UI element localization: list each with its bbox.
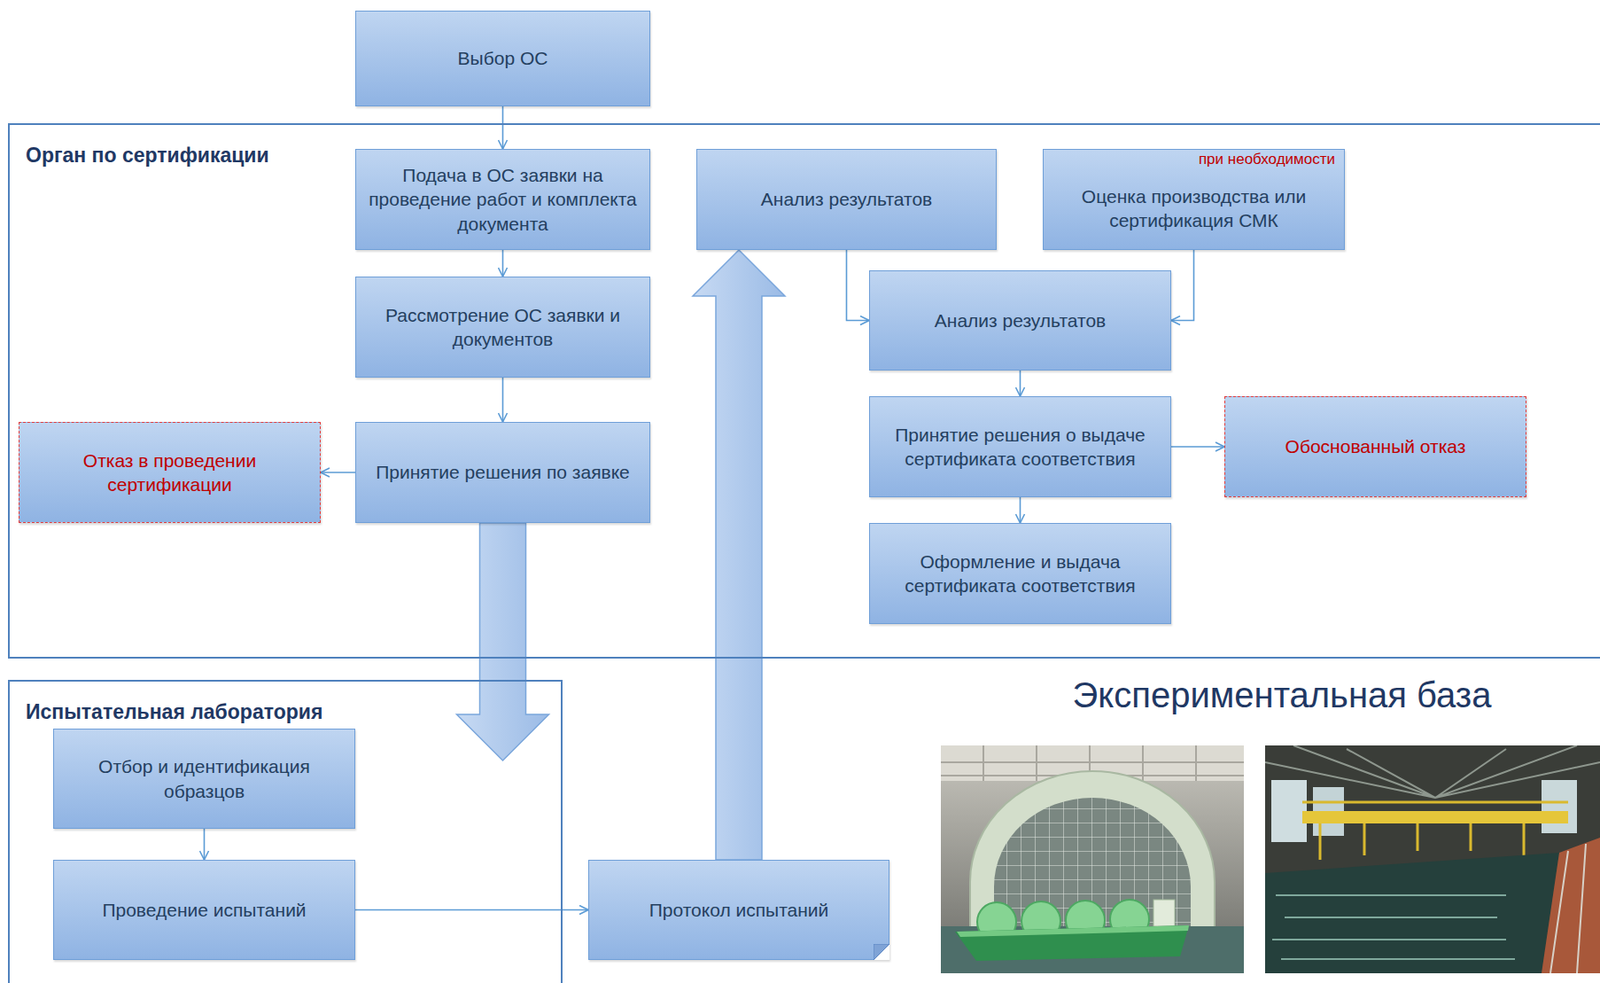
- rail: [1550, 843, 1586, 973]
- carriage: [1302, 810, 1569, 824]
- photo-ground: [1265, 745, 1600, 973]
- water: [940, 925, 1244, 973]
- flow-arrow: [502, 249, 505, 277]
- box-text: Выбор ОС: [458, 46, 549, 70]
- flow-arrow: [502, 106, 505, 149]
- water: [1265, 852, 1560, 973]
- flow-arrow: [320, 471, 356, 474]
- flow-arrow: [1019, 497, 1022, 523]
- box-text: Принятие решения по заявке: [375, 459, 630, 484]
- towing-tank-photo: [1265, 745, 1600, 973]
- ship-hull: [955, 924, 1189, 961]
- box-text: Принятие решения о выдаче сертификата со…: [880, 422, 1160, 472]
- box-text: Анализ результатов: [934, 308, 1106, 333]
- window: [1541, 779, 1577, 833]
- box-text: Протокол испытаний: [649, 897, 830, 922]
- region-heading: Испытательная лаборатория: [25, 699, 323, 726]
- lab-region: Испытательная лабораторияОтбор и идентиф…: [7, 679, 563, 983]
- reject-box: Обоснованный отказ: [1224, 396, 1527, 498]
- process-box: при необходимостиОценка производства или…: [1042, 148, 1345, 250]
- photo-ground: [940, 745, 1244, 973]
- process-box: Рассмотрение ОС заявки и документов: [355, 276, 651, 378]
- carriage-frame: [1302, 801, 1569, 860]
- flow-arrow: [1019, 370, 1022, 397]
- tunnel-grid: [994, 797, 1191, 948]
- block-arrow: [692, 249, 785, 860]
- reject-box: Отказ в проведении сертификации: [18, 421, 321, 523]
- box-text: Отказ в проведении сертификации: [30, 448, 310, 498]
- process-box: Отбор и идентификация образцов: [53, 728, 356, 829]
- box-text: Обоснованный отказ: [1285, 434, 1467, 459]
- fold-cut: [873, 943, 890, 960]
- process-box: Оформление и выдача сертификата соответс…: [869, 522, 1172, 624]
- ship-deck: [956, 924, 1189, 937]
- flow-arrow: [355, 908, 589, 911]
- decision-box: Принятие решения по заявке: [355, 421, 651, 523]
- box-text: Оценка производства или сертификация СМК: [1054, 184, 1334, 234]
- decision-box: Принятие решения о выдаче сертификата со…: [869, 396, 1172, 498]
- box-text: Отбор и идентификация образцов: [64, 753, 344, 803]
- section-label: Экспериментальная база: [1072, 675, 1492, 715]
- process-box: Анализ результатов: [869, 270, 1172, 371]
- window: [1271, 779, 1307, 842]
- box-text: Подача в ОС заявки на проведение работ и…: [366, 163, 639, 236]
- flow-arrow: [1171, 445, 1225, 448]
- wind-tunnel-photo: [940, 745, 1244, 973]
- document-box: Протокол испытаний: [588, 859, 890, 960]
- note-text: при необходимости: [1198, 150, 1336, 169]
- box-text: Оформление и выдача сертификата соответс…: [880, 549, 1160, 599]
- org-region: Орган по сертификацииПодача в ОС заявки …: [7, 123, 1600, 659]
- fold-flap: [873, 943, 890, 960]
- box-text: Проведение испытаний: [101, 897, 306, 922]
- block-arrow: [457, 522, 550, 761]
- flow-arrow: [846, 249, 870, 321]
- box-text: Анализ результатов: [761, 186, 933, 211]
- flow-arrow: [502, 377, 505, 422]
- walkway: [1541, 837, 1600, 973]
- region-heading: Орган по сертификации: [25, 142, 270, 170]
- flow-arrow: [203, 828, 206, 860]
- process-box: Подача в ОС заявки на проведение работ и…: [355, 148, 651, 250]
- box-text: Рассмотрение ОС заявки и документов: [366, 302, 639, 352]
- start-box: Выбор ОС: [355, 10, 651, 107]
- flow-arrow: [1171, 249, 1195, 321]
- tunnel-arch: [970, 770, 1215, 948]
- ship-superstructure: [1153, 899, 1175, 926]
- water-reflection: [1272, 894, 1515, 959]
- process-box: Анализ результатов: [696, 148, 997, 250]
- page-fold: [873, 943, 890, 960]
- process-box: Проведение испытаний: [53, 859, 356, 960]
